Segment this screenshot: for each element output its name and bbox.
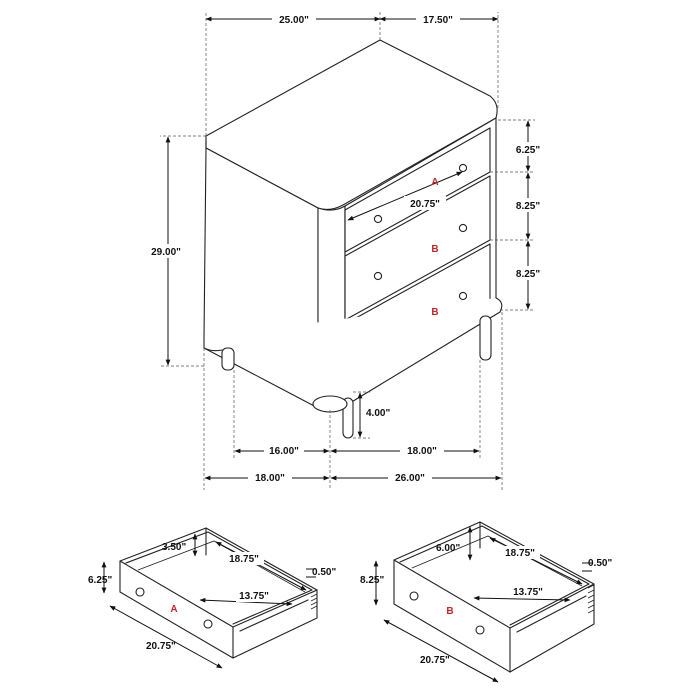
drawer-b-drawing	[373, 521, 595, 683]
drawer-a-label: A	[170, 604, 177, 615]
dim-b-inner-height: 6.00"	[436, 543, 460, 554]
dim-b-inner-depth: 18.75"	[505, 548, 535, 559]
dim-leg-height: 4.00"	[366, 408, 390, 419]
extension-lines	[160, 12, 535, 490]
dim-b-front-width: 20.75"	[420, 655, 450, 666]
drawer-label-a: A	[431, 177, 438, 188]
drawer-label-b2: B	[431, 307, 438, 318]
dim-a-inner-depth: 18.75"	[229, 554, 259, 565]
dim-drawer-a-height: 6.25"	[516, 145, 540, 156]
dim-top-width: 25.00"	[279, 15, 309, 26]
dim-b-side-thickness: 0.50"	[588, 558, 612, 569]
dim-a-front-width: 20.75"	[146, 641, 176, 652]
dim-base-front: 26.00"	[395, 473, 425, 484]
dim-top-depth: 17.50"	[423, 15, 453, 26]
drawer-a-dimension-labels: 3.50" 18.75" 0.50" 6.25" 13.75" 20.75" A	[88, 542, 336, 652]
dim-drawer-b-height-2: 8.25"	[516, 269, 540, 280]
knob-icon	[409, 591, 419, 601]
dim-a-front-height: 6.25"	[88, 575, 112, 586]
leg-back-left	[221, 347, 235, 371]
dim-height: 29.00"	[151, 247, 181, 258]
dim-drawer-b-height-1: 8.25"	[516, 201, 540, 212]
dim-a-inner-width: 13.75"	[239, 591, 269, 602]
drawer-b-label: B	[446, 606, 453, 617]
knob-icon	[135, 587, 145, 597]
drawer-label-b1: B	[431, 244, 438, 255]
dim-leg-span-front: 18.00"	[407, 446, 437, 457]
leg-front-right	[479, 315, 492, 361]
dim-a-side-thickness: 0.50"	[312, 567, 336, 578]
dim-b-front-height: 8.25"	[360, 575, 384, 586]
drawer-a-drawing	[101, 527, 318, 669]
drawer-b-dimension-labels: 6.00" 18.75" 0.50" 8.25" 13.75" 20.75" B	[360, 543, 612, 666]
dim-base-side: 18.00"	[255, 473, 285, 484]
dim-b-inner-width: 13.75"	[513, 587, 543, 598]
chest-drawing	[203, 39, 503, 439]
dim-a-inner-height: 3.50"	[162, 542, 186, 553]
dim-drawer-front-width: 20.75"	[410, 199, 440, 210]
chest-dimension-labels: 25.00" 17.50" 29.00" 6.25" 8.25" 8.25" 2…	[144, 12, 548, 484]
dim-leg-span-side: 16.00"	[269, 446, 299, 457]
